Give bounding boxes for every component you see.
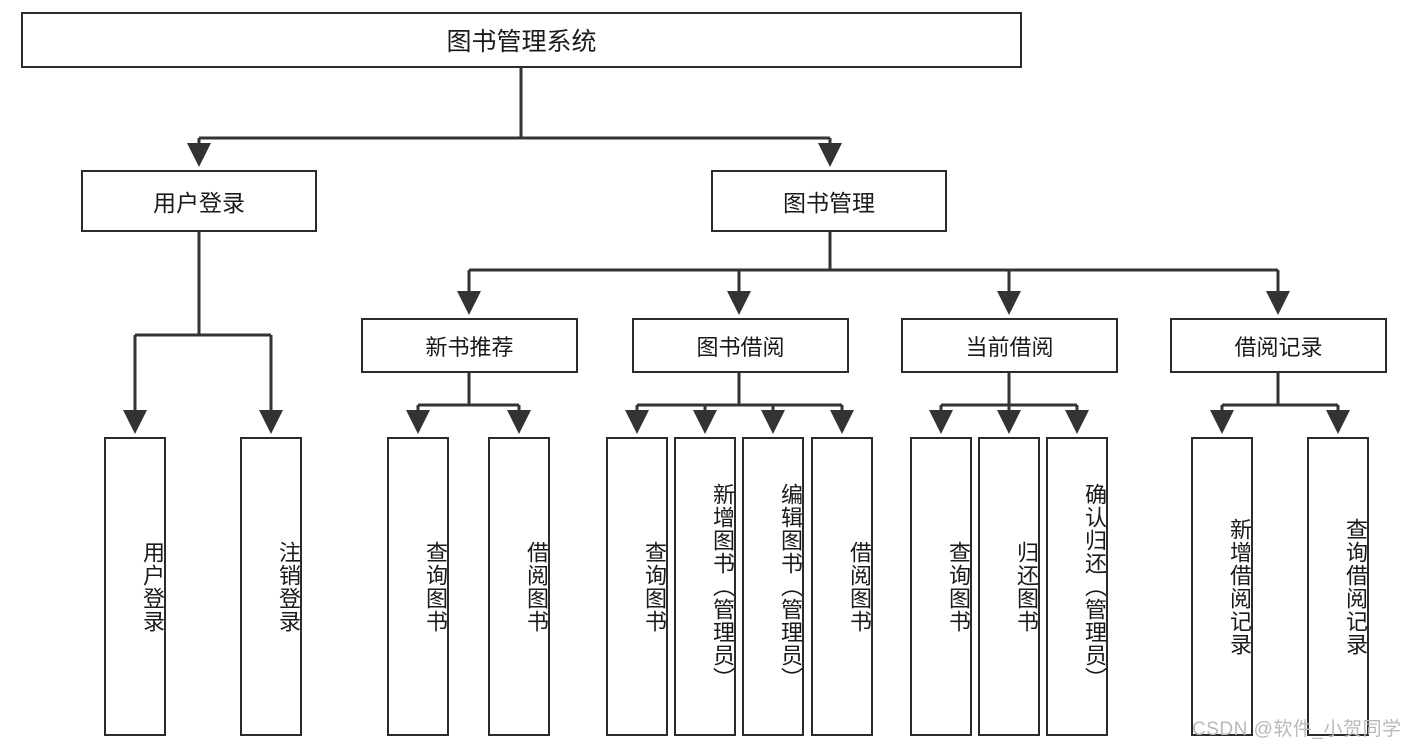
leaf-add-book-admin[interactable]: 新增图书（管理员）	[674, 437, 736, 736]
node-current-borrow[interactable]: 当前借阅	[901, 318, 1118, 373]
leaf-borrow-book[interactable]: 借阅图书	[811, 437, 873, 736]
node-label: 查询借阅记录	[1343, 517, 1368, 656]
leaf-query-borrow-record[interactable]: 查询借阅记录	[1307, 437, 1369, 736]
node-label: 注销登录	[276, 540, 301, 633]
node-label: 归还图书	[1014, 540, 1039, 633]
node-label: 借阅图书	[847, 540, 872, 633]
leaf-add-borrow-record[interactable]: 新增借阅记录	[1191, 437, 1253, 736]
leaf-edit-book-admin[interactable]: 编辑图书（管理员）	[742, 437, 804, 736]
csdn-watermark: CSDN @软件_小贺同学	[1192, 719, 1402, 740]
node-label: 查询图书	[946, 540, 971, 633]
node-label: 借阅记录	[1234, 334, 1323, 360]
leaf-query-book-new[interactable]: 查询图书	[387, 437, 449, 736]
leaf-query-book-borrow[interactable]: 查询图书	[606, 437, 668, 736]
node-label: 查询图书	[642, 540, 667, 633]
node-label: 图书管理系统	[446, 28, 597, 56]
leaf-return-book[interactable]: 归还图书	[978, 437, 1040, 736]
node-label: 新增借阅记录	[1227, 517, 1252, 656]
node-new-book-recommend[interactable]: 新书推荐	[361, 318, 578, 373]
leaf-borrow-book-new[interactable]: 借阅图书	[488, 437, 550, 736]
node-label: 确认归还（管理员）	[1082, 483, 1107, 690]
node-borrow-record[interactable]: 借阅记录	[1170, 318, 1387, 373]
node-label: 当前借阅	[965, 334, 1054, 360]
node-label: 查询图书	[423, 540, 448, 633]
node-user-login[interactable]: 用户登录	[81, 170, 317, 232]
leaf-confirm-return-admin[interactable]: 确认归还（管理员）	[1046, 437, 1108, 736]
node-label: 图书管理	[783, 190, 875, 216]
node-book-borrow[interactable]: 图书借阅	[632, 318, 849, 373]
node-label: 用户登录	[153, 190, 245, 216]
leaf-user-login[interactable]: 用户登录	[104, 437, 166, 736]
node-root-book-management-system[interactable]: 图书管理系统	[21, 12, 1022, 68]
node-label: 编辑图书（管理员）	[778, 483, 803, 690]
node-label: 新增图书（管理员）	[710, 483, 735, 690]
node-book-management[interactable]: 图书管理	[711, 170, 947, 232]
leaf-logout-login[interactable]: 注销登录	[240, 437, 302, 736]
node-label: 新书推荐	[425, 334, 514, 360]
node-label: 图书借阅	[696, 334, 785, 360]
node-label: 用户登录	[140, 540, 165, 633]
leaf-query-book-current[interactable]: 查询图书	[910, 437, 972, 736]
node-label: 借阅图书	[524, 540, 549, 633]
